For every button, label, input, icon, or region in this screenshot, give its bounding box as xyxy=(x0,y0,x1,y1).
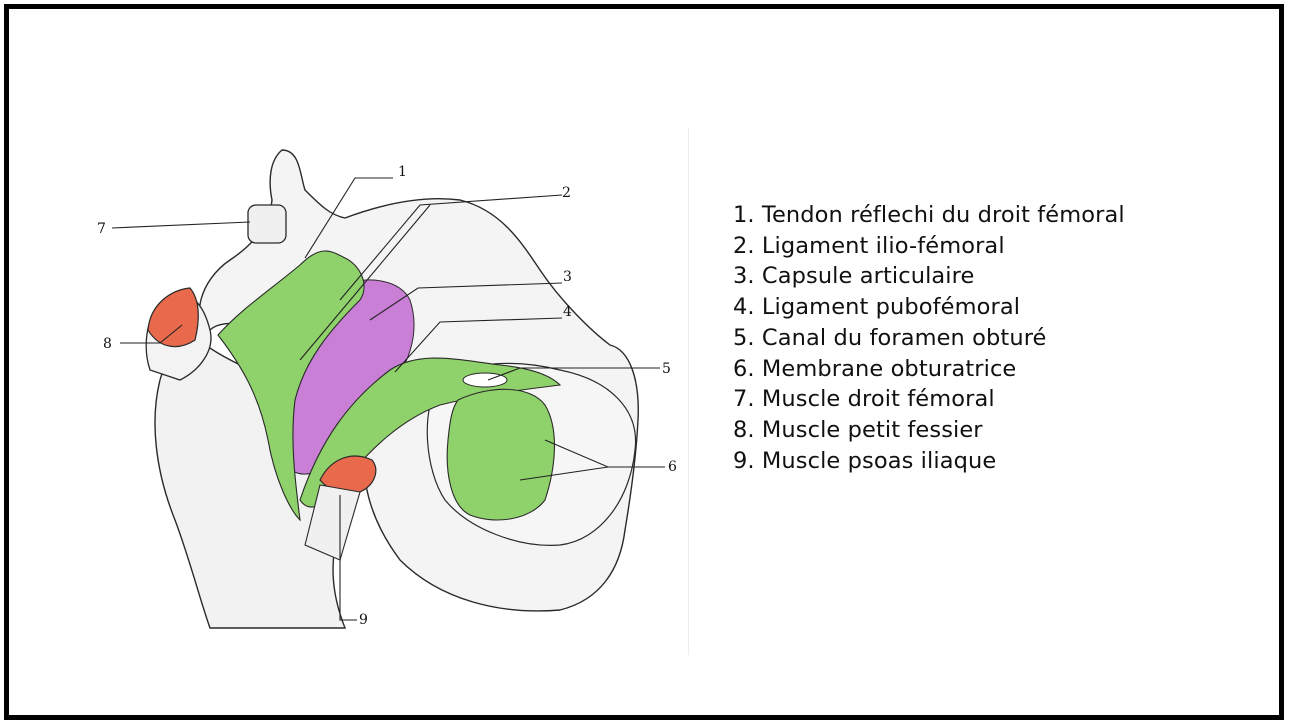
callout-number-5: 5 xyxy=(662,361,671,377)
leader-line-7 xyxy=(112,222,250,228)
legend-item: 1. Tendon réflechi du droit fémoral xyxy=(733,200,1125,231)
panel-divider xyxy=(688,128,689,655)
callout-number-9: 9 xyxy=(359,612,368,628)
legend-item: 2. Ligament ilio-fémoral xyxy=(733,231,1125,262)
rectus-femoris-stump xyxy=(248,205,286,243)
gluteus-minimus-stump xyxy=(148,288,198,347)
callout-number-1: 1 xyxy=(398,164,407,180)
legend-item: 9. Muscle psoas iliaque xyxy=(733,446,1125,477)
legend-item: 5. Canal du foramen obturé xyxy=(733,323,1125,354)
legend-item: 3. Capsule articulaire xyxy=(733,261,1125,292)
legend-item: 7. Muscle droit fémoral xyxy=(733,384,1125,415)
legend-list: 1. Tendon réflechi du droit fémoral 2. L… xyxy=(733,200,1125,476)
legend-item: 4. Ligament pubofémoral xyxy=(733,292,1125,323)
callout-number-8: 8 xyxy=(103,336,112,352)
callout-number-7: 7 xyxy=(97,221,106,237)
legend-item: 8. Muscle petit fessier xyxy=(733,415,1125,446)
callout-number-6: 6 xyxy=(668,459,677,475)
obturator-membrane xyxy=(447,389,554,520)
callout-number-3: 3 xyxy=(563,269,572,285)
callout-number-4: 4 xyxy=(563,304,572,320)
callout-number-2: 2 xyxy=(562,185,571,201)
legend-item: 6. Membrane obturatrice xyxy=(733,354,1125,385)
